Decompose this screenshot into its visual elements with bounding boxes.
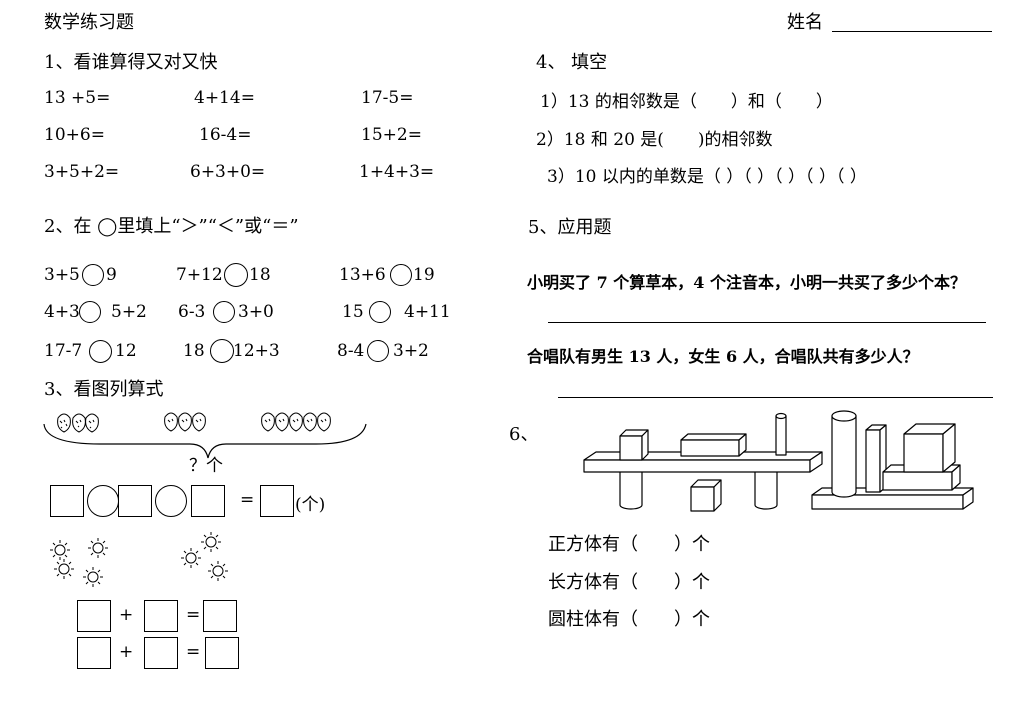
s2-left: 15 xyxy=(342,302,364,322)
word-problem-2: 合唱队有男生 13 人，女生 6 人，合唱队共有多少人？ xyxy=(527,347,919,366)
cuboid-count: 长方体有（ ）个 xyxy=(548,572,710,593)
strawberry-icon xyxy=(164,412,206,432)
cylinder-shape xyxy=(619,470,643,510)
s1-problem: 10+6= xyxy=(44,125,105,145)
s2-left: 18 xyxy=(183,341,205,361)
s2-right: 19 xyxy=(413,265,435,285)
sun-icon xyxy=(201,532,221,552)
fill-blank-q3: 3）10 以内的单数是（ ）（ ）（ ）（ ）（ ） xyxy=(547,167,867,187)
sun-icon xyxy=(50,540,70,560)
cuboid-shape xyxy=(865,424,887,493)
operator-circle[interactable] xyxy=(87,485,119,517)
sun-icon xyxy=(54,559,74,579)
cube-shape xyxy=(619,429,649,461)
answer-box[interactable] xyxy=(77,637,111,669)
cylinder-count: 圆柱体有（ ）个 xyxy=(548,609,710,630)
answer-box[interactable] xyxy=(118,485,152,517)
cube-shape xyxy=(690,479,722,512)
section-3-heading: 3、看图列算式 xyxy=(44,379,164,400)
s1-problem: 13 +5= xyxy=(44,88,111,108)
section-4-heading: 4、 填空 xyxy=(536,52,608,73)
strawberry-icon xyxy=(57,413,99,433)
s2-right: 4+11 xyxy=(404,302,451,322)
brace-label: ？个 xyxy=(189,456,223,476)
compare-circle[interactable] xyxy=(224,263,248,287)
compare-circle[interactable] xyxy=(390,264,412,286)
s2-left: 6-3 xyxy=(178,302,206,322)
compare-circle[interactable] xyxy=(210,339,234,363)
plus-sign: + xyxy=(119,605,134,625)
answer-box[interactable] xyxy=(203,600,237,632)
operator-circle[interactable] xyxy=(155,485,187,517)
cuboid-shape xyxy=(583,451,823,473)
s1-problem: 3+5+2= xyxy=(44,162,120,182)
s1-problem: 15+2= xyxy=(361,125,422,145)
answer-box[interactable] xyxy=(144,600,178,632)
compare-circle[interactable] xyxy=(213,301,235,323)
s1-problem: 16-4= xyxy=(199,125,252,145)
compare-circle[interactable] xyxy=(367,340,389,362)
cylinder-shape xyxy=(831,410,857,498)
compare-circle[interactable] xyxy=(82,264,104,286)
strawberry-icon xyxy=(261,412,331,432)
s2-right: 12+3 xyxy=(233,341,280,361)
s2-right: 12 xyxy=(115,341,137,361)
answer-box[interactable] xyxy=(205,637,239,669)
s2-left: 3+5 xyxy=(44,265,80,285)
cylinder-shape xyxy=(775,412,787,456)
s2-left: 17-7 xyxy=(44,341,83,361)
sun-icon xyxy=(83,567,103,587)
answer-line[interactable] xyxy=(548,322,986,323)
cuboid-shape xyxy=(882,464,961,491)
s2-left: 7+12 xyxy=(176,265,223,285)
s1-problem: 17-5= xyxy=(361,88,414,108)
s2-left: 4+3 xyxy=(44,302,80,322)
unit-label: (个) xyxy=(295,495,326,515)
page-title: 数学练习题 xyxy=(44,12,134,33)
equals-sign: = xyxy=(240,490,255,510)
plus-sign: + xyxy=(119,642,134,662)
s1-problem: 4+14= xyxy=(194,88,255,108)
section-6-heading: 6、 xyxy=(509,424,539,445)
s2-left: 8-4 xyxy=(337,341,365,361)
name-label: 姓名 xyxy=(787,12,823,33)
compare-circle[interactable] xyxy=(89,340,112,363)
cube-count: 正方体有（ ）个 xyxy=(548,534,710,555)
cube-shape xyxy=(903,423,956,473)
cylinder-shape xyxy=(754,470,778,510)
s2-right: 9 xyxy=(106,265,117,285)
section-1-heading: 1、看谁算得又对又快 xyxy=(44,52,218,73)
equals-sign: = xyxy=(186,605,201,625)
section-2-heading: 2、在 ◯里填上“＞”“＜”或“＝” xyxy=(44,216,299,237)
s2-left: 13+6 xyxy=(339,265,386,285)
word-problem-1: 小明买了 7 个算草本，4 个注音本，小明一共买了多少个本？ xyxy=(527,273,966,292)
s2-right: 18 xyxy=(249,265,271,285)
cuboid-shape xyxy=(811,487,974,510)
sun-icon xyxy=(181,548,201,568)
answer-line[interactable] xyxy=(558,397,993,398)
compare-circle[interactable] xyxy=(369,301,391,323)
answer-box[interactable] xyxy=(144,637,178,669)
s2-right: 5+2 xyxy=(111,302,147,322)
sun-icon xyxy=(88,538,108,558)
answer-box[interactable] xyxy=(50,485,84,517)
sun-icon xyxy=(208,561,228,581)
s2-right: 3+0 xyxy=(238,302,274,322)
s2-right: 3+2 xyxy=(393,341,429,361)
sun-icon-group xyxy=(50,532,228,587)
fill-blank-q2: 2）18 和 20 是( )的相邻数 xyxy=(536,130,773,150)
compare-circle[interactable] xyxy=(79,301,101,323)
section-5-heading: 5、应用题 xyxy=(528,217,612,238)
answer-box[interactable] xyxy=(191,485,225,517)
name-blank[interactable] xyxy=(832,31,992,32)
s1-problem: 1+4+3= xyxy=(359,162,435,182)
s1-problem: 6+3+0= xyxy=(190,162,266,182)
equals-sign: = xyxy=(186,642,201,662)
answer-box[interactable] xyxy=(77,600,111,632)
answer-box[interactable] xyxy=(260,485,294,517)
fill-blank-q1: 1）13 的相邻数是（ ）和（ ） xyxy=(540,92,833,112)
cuboid-shape xyxy=(680,433,747,457)
